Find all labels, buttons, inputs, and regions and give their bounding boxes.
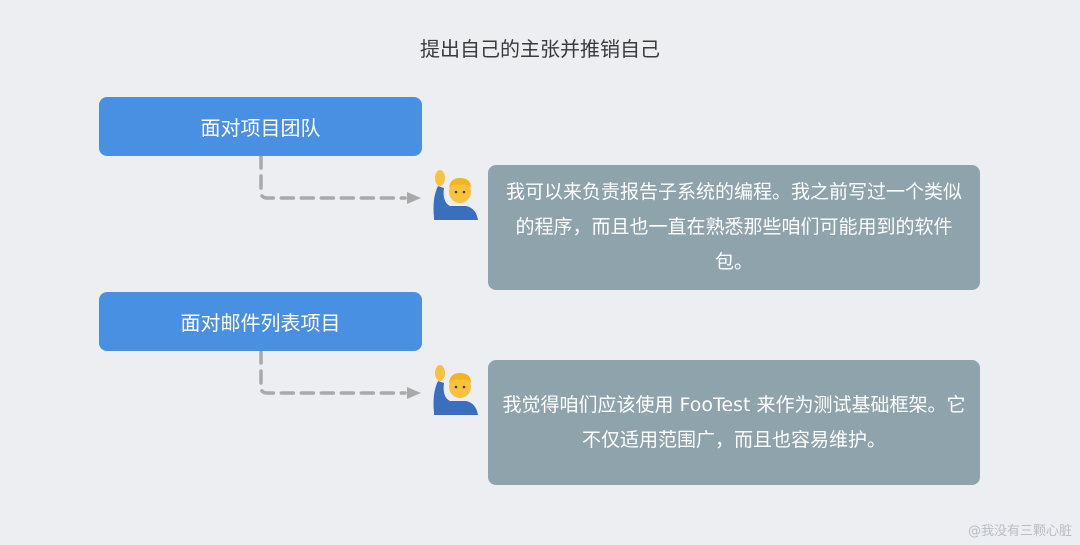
person-raising-hand-icon bbox=[433, 365, 478, 415]
person-raising-hand-icon bbox=[433, 170, 478, 220]
audience-box-mailing-list: 面对邮件列表项目 bbox=[99, 292, 422, 351]
dashed-arrow-connector bbox=[259, 351, 421, 399]
diagram-title: 提出自己的主张并推销自己 bbox=[420, 37, 660, 61]
statement-box-mailing-list: 我觉得咱们应该使用 FooTest 来作为测试基础框架。它不仅适用范围广，而且也… bbox=[488, 360, 980, 485]
watermark: @我没有三颗心脏 bbox=[967, 524, 1072, 539]
statement-box-project-team: 我可以来负责报告子系统的编程。我之前写过一个类似的程序，而且也一直在熟悉那些咱们… bbox=[488, 165, 980, 290]
audience-box-project-team: 面对项目团队 bbox=[99, 97, 422, 156]
dashed-arrow-connector bbox=[259, 156, 421, 204]
